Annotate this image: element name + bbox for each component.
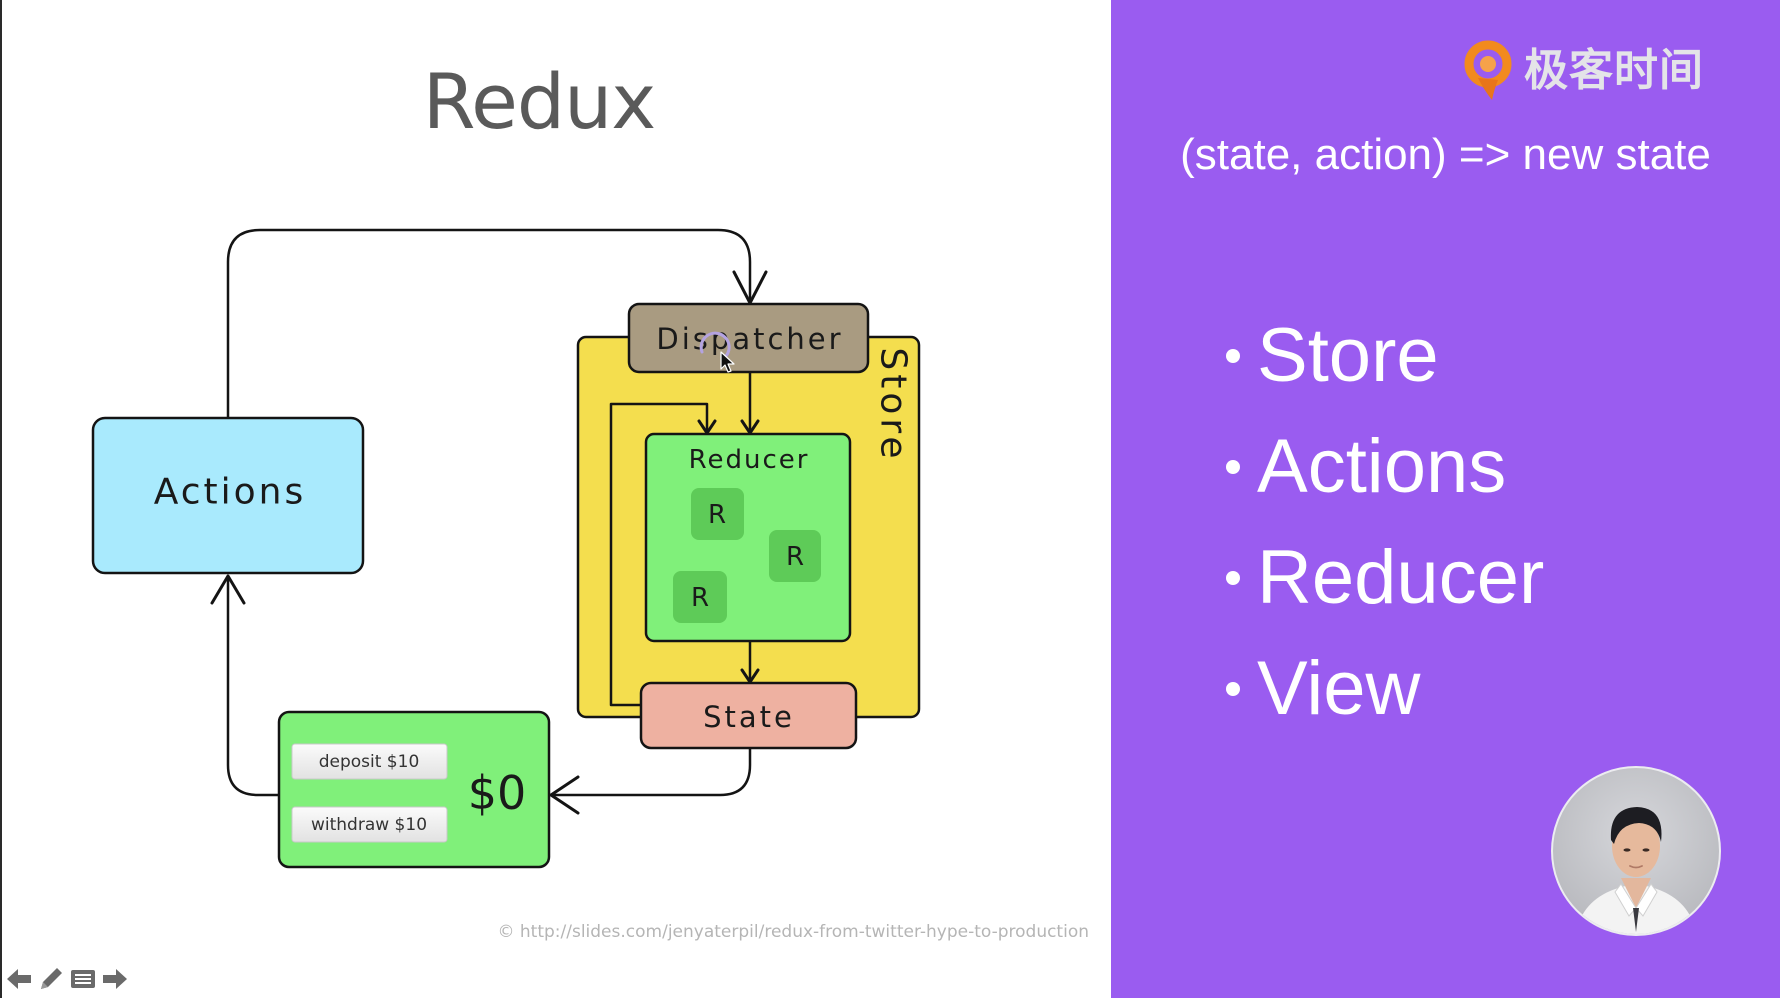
- prev-slide-button[interactable]: [6, 966, 32, 992]
- deposit-button-label: deposit $10: [319, 752, 420, 772]
- store-label: Store: [873, 347, 914, 462]
- pen-tool-button[interactable]: [38, 966, 64, 992]
- redux-diagram: Redux Store Dispatcher Reducer R R R Sta…: [91, 57, 1089, 942]
- brand-logo: 极客时间: [1462, 38, 1704, 104]
- arrowhead-actions: [210, 574, 246, 605]
- withdraw-button: [291, 806, 448, 843]
- slide-canvas: Redux Store Dispatcher Reducer R R R Sta…: [0, 0, 1089, 998]
- actions-box: [91, 416, 365, 575]
- list-item: Actions: [1226, 411, 1544, 522]
- list-icon: [71, 970, 95, 988]
- reducer-item: [769, 530, 821, 582]
- reducer-item: [673, 571, 727, 623]
- window-edge: [0, 0, 2, 998]
- state-label: State: [703, 700, 795, 734]
- withdraw-button-label: withdraw $10: [311, 815, 427, 835]
- bullet-dot-icon: [1226, 681, 1240, 696]
- reducer-label: Reducer: [689, 445, 810, 475]
- arrow-state-to-view: [550, 746, 752, 797]
- arrow-state-loop-to-reducer: [609, 402, 709, 707]
- list-item: Reducer: [1226, 522, 1544, 633]
- brand-logo-text: 极客时间: [1524, 45, 1704, 96]
- balance-value: $0: [468, 766, 527, 820]
- mouse-cursor-icon: [699, 331, 735, 373]
- summary-panel: 极客时间 (state, action) => new state Store …: [1111, 0, 1780, 998]
- list-item: View: [1226, 633, 1544, 744]
- arrow-right-icon: [103, 969, 127, 989]
- list-item-label: Store: [1257, 312, 1439, 398]
- presenter-avatar: [1551, 766, 1721, 936]
- reducer-item-label: R: [708, 500, 726, 530]
- reducer-formula: (state, action) => new state: [1180, 130, 1711, 179]
- actions-label: Actions: [154, 472, 307, 513]
- arrow-view-to-actions: [226, 575, 281, 797]
- list-item-label: Actions: [1257, 423, 1507, 509]
- list-item-label: Reducer: [1257, 534, 1545, 620]
- deposit-button: [291, 743, 448, 780]
- bullet-dot-icon: [1226, 348, 1240, 363]
- list-item: Store: [1226, 300, 1544, 411]
- next-slide-button[interactable]: [102, 966, 128, 992]
- reducer-item-label: R: [691, 583, 709, 613]
- dispatcher-box: [627, 302, 870, 374]
- arrowhead-view: [549, 775, 580, 815]
- list-item-label: View: [1257, 645, 1421, 731]
- arrow-left-icon: [7, 969, 31, 989]
- bullet-dot-icon: [1226, 570, 1240, 585]
- arrow-actions-to-dispatcher: [226, 228, 752, 420]
- pencil-icon: [41, 968, 62, 989]
- slide-menu-button[interactable]: [70, 966, 96, 992]
- slide-controls: [6, 966, 128, 992]
- state-box: [639, 681, 858, 750]
- bullet-dot-icon: [1226, 459, 1240, 474]
- reducer-item-label: R: [786, 542, 804, 572]
- concept-list: Store Actions Reducer View: [1226, 300, 1544, 744]
- source-credit: © http://slides.com/jenyaterpil/redux-fr…: [497, 922, 1089, 942]
- geektime-logo-icon: [1464, 40, 1512, 100]
- slide-title: Redux: [423, 57, 656, 146]
- loading-spinner-icon: [699, 331, 731, 358]
- dispatcher-label: Dispatcher: [656, 322, 843, 356]
- reducer-item: [691, 488, 744, 540]
